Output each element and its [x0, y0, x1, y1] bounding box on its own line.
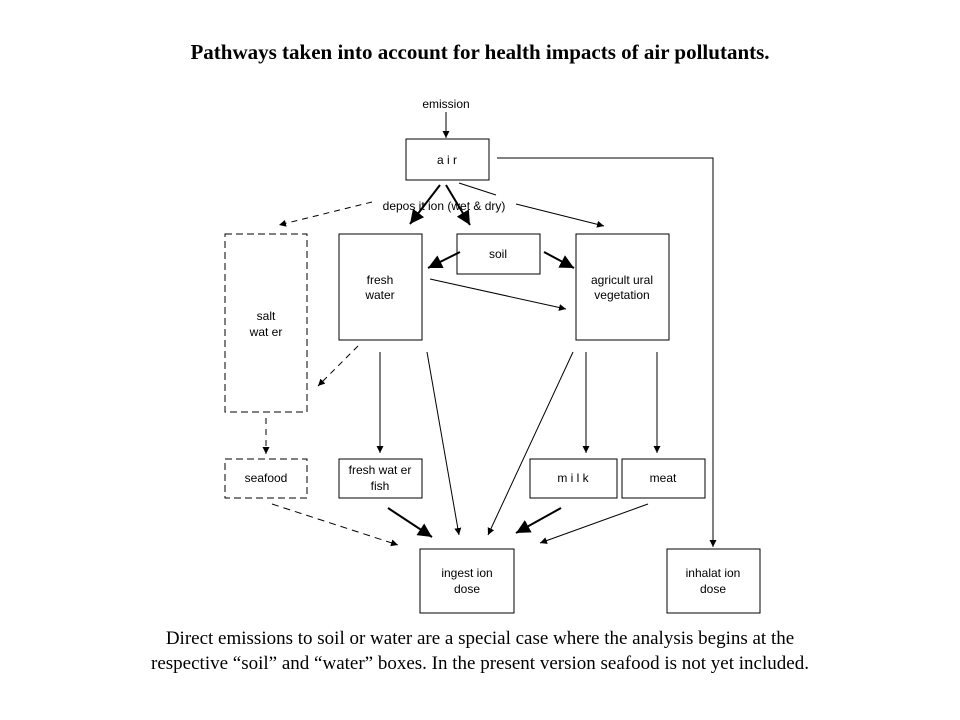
fresh-water-fish-box	[338, 458, 423, 499]
arrow-air-to-soil	[445, 184, 471, 226]
arrow-agri-to-ingestion	[487, 351, 574, 536]
caption-line-1: Direct emissions to soil or water are a …	[165, 628, 795, 649]
agricultural-label-2: vegetation	[594, 288, 649, 302]
milk-box	[529, 458, 618, 499]
emission-label: emission	[422, 97, 469, 111]
arrow-fresh-water-to-salt-water	[317, 345, 359, 387]
milk-label: m i l k	[557, 471, 589, 485]
salt-water-label-1: salt	[257, 309, 276, 323]
arrow-fresh-water-to-agri	[429, 278, 567, 311]
fresh-water-fish-label-2: fish	[371, 479, 390, 493]
ingestion-dose-label-2: dose	[454, 582, 480, 596]
salt-water-box	[224, 233, 308, 413]
arrow-air-to-salt-water	[278, 201, 373, 227]
salt-water-label-2: wat er	[249, 325, 283, 339]
fresh-water-fish-label-1: fresh wat er	[349, 463, 412, 477]
arrow-fish-to-ingestion	[387, 507, 433, 538]
ingestion-dose-box	[419, 548, 515, 614]
arrow-fresh-water-to-ingestion	[426, 351, 462, 536]
soil-label: soil	[489, 247, 507, 261]
meat-label: meat	[650, 471, 677, 485]
caption-line-2: respective “soil” and “water” boxes. In …	[151, 653, 809, 674]
ingestion-dose-label-1: ingest ion	[441, 566, 492, 580]
arrow-air-to-fresh-water	[409, 184, 441, 225]
caption: Direct emissions to soil or water are a …	[40, 626, 920, 676]
agricultural-vegetation-box	[575, 233, 670, 341]
soil-box	[456, 233, 541, 275]
inhalation-dose-box	[666, 548, 761, 614]
arrow-air-to-agri	[515, 203, 605, 228]
page-title: Pathways taken into account for health i…	[190, 40, 770, 64]
fresh-water-label-1: fresh	[367, 273, 394, 287]
arrow-air-to-agri-upper	[458, 182, 497, 196]
arrow-soil-to-fresh-water	[427, 251, 461, 269]
seafood-label: seafood	[245, 471, 288, 485]
arrow-meat-to-ingestion	[539, 503, 649, 544]
meat-box	[621, 458, 706, 499]
fresh-water-box	[338, 233, 423, 341]
arrow-soil-to-agri	[543, 251, 575, 269]
air-label: a i r	[437, 153, 457, 167]
inhalation-dose-label-1: inhalat ion	[686, 566, 741, 580]
arrow-seafood-to-ingestion	[271, 503, 399, 547]
deposition-label: depos it ion (wet & dry)	[383, 199, 506, 213]
arrow-milk-to-ingestion	[515, 507, 562, 534]
fresh-water-label-2: water	[364, 288, 394, 302]
seafood-box	[224, 458, 308, 499]
inhalation-dose-label-2: dose	[700, 582, 726, 596]
arrow-air-to-inhalation	[497, 157, 717, 547]
air-box	[405, 138, 490, 181]
agricultural-label-1: agricult ural	[591, 273, 653, 287]
